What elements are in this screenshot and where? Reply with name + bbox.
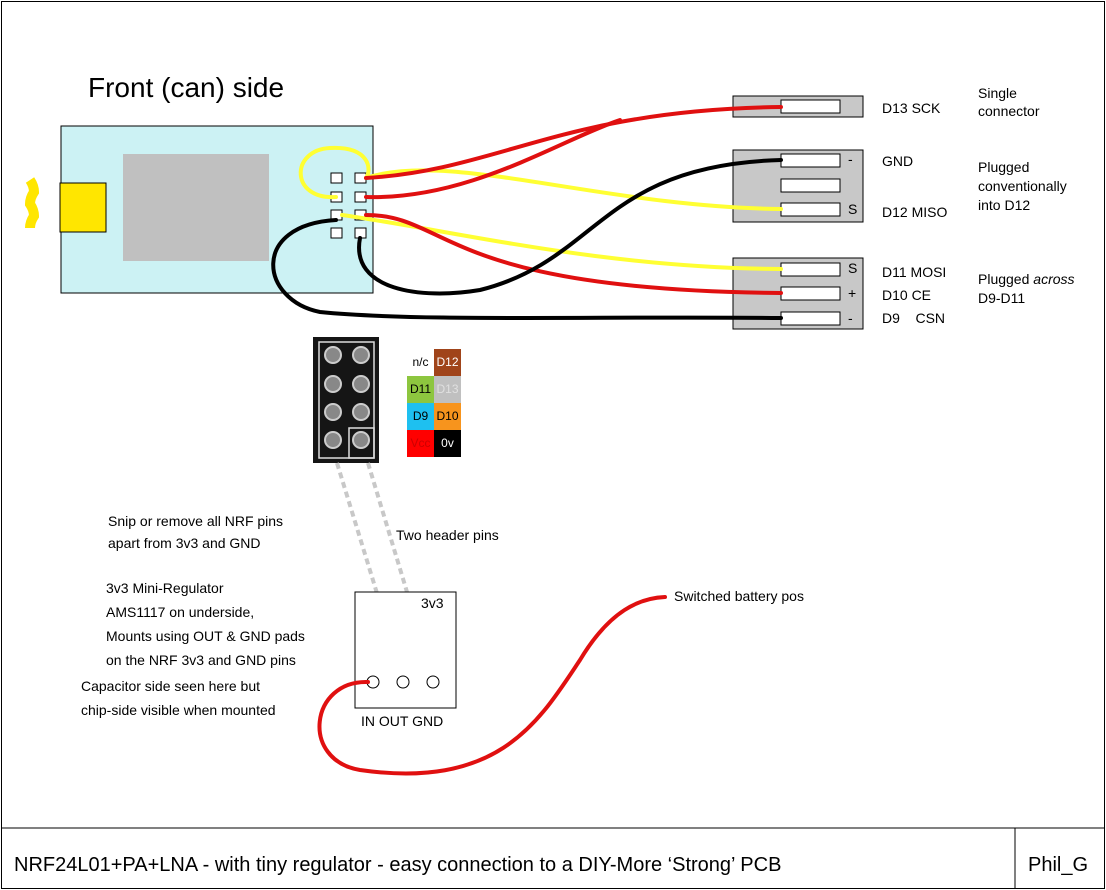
- note-single-1: Single: [978, 85, 1017, 101]
- pin-cell: D12: [434, 349, 461, 376]
- wire-ce: [364, 213, 783, 295]
- mark-minus2: -: [848, 310, 853, 326]
- note-across-2: D9-D11: [978, 290, 1026, 306]
- wire-miso: [364, 168, 783, 211]
- pin-label-mosi: D11 MOSI: [882, 264, 947, 280]
- pin-cell: D10: [434, 403, 461, 430]
- pin-label-gnd: GND: [882, 153, 914, 169]
- wire-sck: [364, 105, 783, 180]
- regulator-pins-label: IN OUT GND: [361, 713, 444, 729]
- note-across-prefix: Plugged: [978, 271, 1034, 287]
- note-reg-2: AMS1117 on underside,: [106, 604, 255, 620]
- note-snip-1: Snip or remove all NRF pins: [108, 513, 284, 529]
- footer-author: Phil_G: [1028, 854, 1089, 876]
- pin-cell: D13: [434, 376, 461, 403]
- pin-cell: Vcc: [407, 430, 434, 457]
- mark-plus: +: [848, 285, 857, 301]
- note-conv-2: conventionally: [978, 178, 1067, 194]
- wire-red-2: [364, 118, 622, 200]
- mark-s: S: [848, 201, 858, 217]
- note-across-italic: across: [1033, 271, 1075, 287]
- note-snip-2: apart from 3v3 and GND: [108, 535, 261, 551]
- nrf-board: [24, 125, 374, 294]
- wires: [271, 105, 783, 320]
- note-reg-4: on the NRF 3v3 and GND pins: [106, 652, 296, 668]
- pin-cell: 0v: [434, 430, 461, 457]
- mark-s2: S: [848, 260, 858, 276]
- wire-csn: [271, 218, 783, 320]
- wire-gnd: [357, 158, 783, 296]
- antenna-spring-icon: [24, 177, 40, 229]
- note-regulator: 3v3 Mini-Regulator AMS1117 on underside,…: [106, 576, 305, 672]
- note-conv-1: Plugged: [978, 159, 1030, 175]
- wire-mosi: [340, 213, 783, 271]
- note-reg-1: 3v3 Mini-Regulator: [106, 580, 224, 596]
- pin-cell: D9: [407, 403, 434, 430]
- pin-label-sck: D13 SCK: [882, 100, 941, 116]
- note-cap-1: Capacitor side seen here but: [81, 678, 260, 694]
- wire-battery: [317, 595, 667, 776]
- footer-caption: NRF24L01+PA+LNA - with tiny regulator - …: [14, 854, 782, 876]
- note-cap-2: chip-side visible when mounted: [81, 702, 276, 718]
- pin-cell: n/c: [407, 349, 434, 376]
- regulator: [354, 591, 457, 709]
- note-battery: Switched battery pos: [674, 588, 804, 604]
- pin-label-miso: D12 MISO: [882, 204, 948, 220]
- mark-minus: -: [848, 151, 853, 167]
- pin-cell: D11: [407, 376, 434, 403]
- note-reg-3: Mounts using OUT & GND pads: [106, 628, 305, 644]
- rf-can: [123, 154, 269, 261]
- pin-label-ce: D10 CE: [882, 287, 932, 303]
- header-pin-lines: [335, 462, 435, 679]
- note-single-2: connector: [978, 103, 1040, 119]
- page-title: Front (can) side: [88, 72, 285, 103]
- regulator-label: 3v3: [421, 595, 444, 611]
- note-conv-3: into D12: [978, 197, 1031, 213]
- pin-label-csn: D9 CSN: [882, 310, 946, 326]
- note-across-1: Plugged across: [978, 271, 1075, 288]
- header-photo: [313, 337, 379, 463]
- note-snip: Snip or remove all NRF pins apart from 3…: [108, 510, 283, 554]
- note-capacitor: Capacitor side seen here but chip-side v…: [81, 674, 276, 722]
- note-header-pins: Two header pins: [396, 527, 499, 543]
- wire-yellow-loop: [298, 145, 371, 200]
